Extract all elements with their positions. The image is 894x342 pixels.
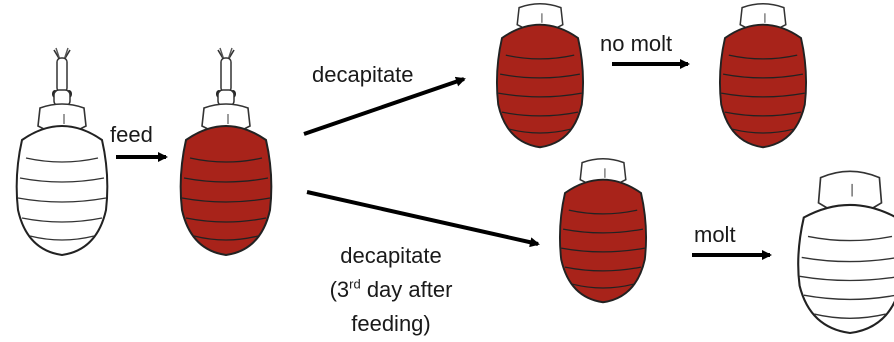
label-decapitate-bottom-line1: decapitate	[296, 239, 486, 273]
label-no-molt: no molt	[600, 31, 672, 57]
ordinal-suffix: rd	[349, 277, 361, 292]
insect-fed	[181, 48, 272, 255]
insect-decapitated-early	[497, 4, 583, 147]
label-molt: molt	[694, 222, 736, 248]
label-feed: feed	[110, 122, 153, 148]
arrow-decapitate-bottom	[307, 192, 538, 244]
insect-unfed	[17, 48, 108, 255]
insect-decapitated-late	[560, 159, 646, 302]
insect-head-fed	[216, 48, 236, 106]
label-decapitate-bottom: decapitate (3rd day after feeding)	[296, 239, 486, 341]
insect-molted-result	[798, 171, 894, 333]
label-decapitate-bottom-line2: (3rd day after	[296, 273, 486, 307]
insect-head-unfed	[52, 48, 72, 106]
label-decapitate-bottom-rest: day after	[361, 277, 453, 302]
label-decapitate-top: decapitate	[312, 62, 414, 88]
ordinal-number: 3	[337, 277, 349, 302]
label-decapitate-bottom-line3: feeding)	[296, 307, 486, 341]
insect-no-molt-result	[720, 4, 806, 147]
